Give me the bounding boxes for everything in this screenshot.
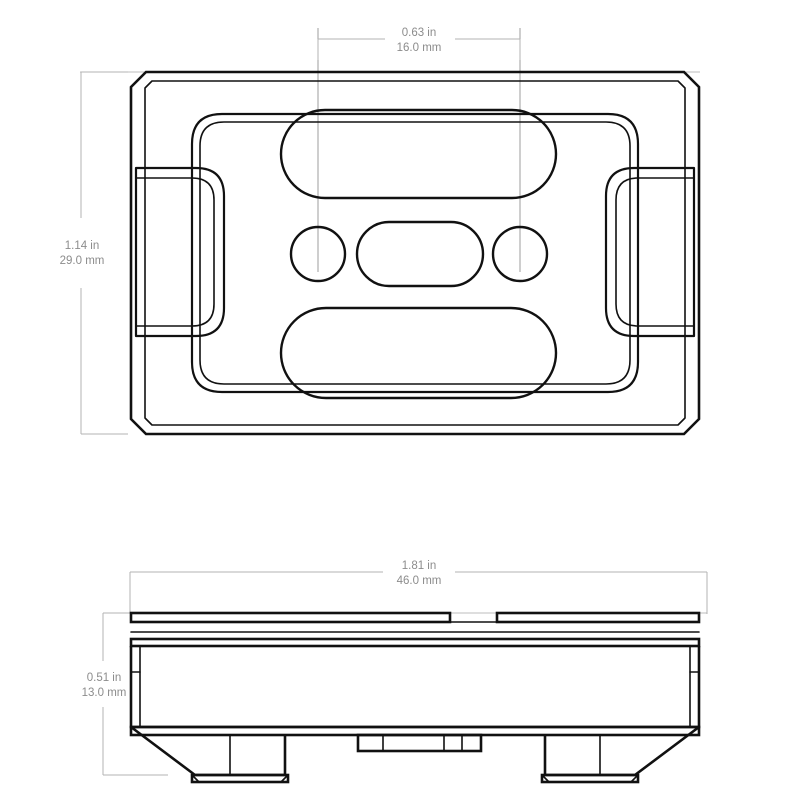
side-view-body (129, 646, 701, 729)
right-foot-pad (540, 773, 640, 784)
left-clamp-inner (135, 177, 215, 327)
top-rail-right (495, 611, 701, 624)
dim-side-height-metric: 13.0 mm (82, 687, 127, 699)
top-view-outer-body (129, 70, 701, 436)
top-view-left-hole (289, 225, 347, 283)
dim-side-height-imperial: 0.51 in (87, 672, 122, 684)
center-flange-body (356, 733, 483, 753)
top-view-upper-slot (279, 108, 558, 200)
side-view-top-plate (129, 611, 701, 648)
left-foot-pad (190, 773, 290, 784)
top-view-right-clamp (604, 166, 696, 338)
dim-left-height-imperial: 1.14 in (65, 240, 100, 252)
right-clamp-outline (604, 166, 696, 338)
top-view-central-pocket-offset (199, 121, 631, 385)
left-clamp-outline (134, 166, 226, 338)
left-foot-pad-chamfer (191, 774, 289, 783)
side-view-left-foot (130, 725, 290, 784)
dim-bottom-width-metric: 46.0 mm (397, 575, 442, 587)
top-rail-left (129, 611, 452, 624)
dim-bottom-width: 1.81 in 46.0 mm (129, 560, 708, 614)
top-view-central-pocket (190, 112, 640, 394)
dim-top-width: 0.63 in 16.0 mm (317, 27, 521, 60)
top-view-right-hole (491, 225, 549, 283)
right-clamp-inner (615, 177, 695, 327)
side-view-right-foot (540, 725, 700, 784)
side-view: 1.81 in 46.0 mm 0.51 in 13.0 mm (82, 560, 708, 784)
top-view-center-slot (355, 220, 485, 288)
right-foot-pad-chamfer (541, 774, 639, 783)
dim-top-width-metric: 16.0 mm (397, 42, 442, 54)
top-view-outer-inner-edge (144, 80, 686, 426)
top-view: 0.63 in 16.0 mm 1.14 in 29.0 mm (60, 27, 701, 436)
side-view-center-flange (356, 733, 483, 753)
top-view-left-clamp (134, 166, 226, 338)
dim-side-height: 0.51 in 13.0 mm (82, 612, 168, 776)
dim-left-height-metric: 29.0 mm (60, 255, 105, 267)
dim-top-width-imperial: 0.63 in (402, 27, 437, 39)
plate-band-3 (129, 637, 701, 648)
dim-left-height: 1.14 in 29.0 mm (60, 71, 128, 435)
dim-bottom-width-imperial: 1.81 in (402, 560, 437, 572)
top-view-lower-slot (279, 306, 558, 400)
